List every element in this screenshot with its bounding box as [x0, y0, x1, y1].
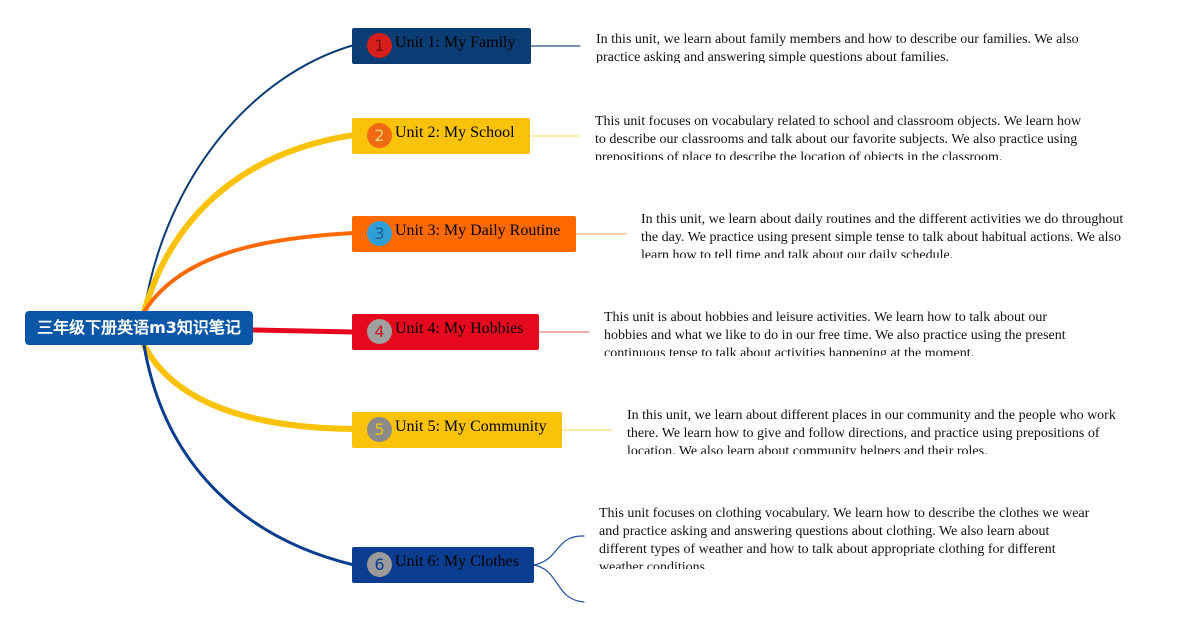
- description-connector-7: [533, 564, 585, 603]
- branch-connector-5: [141, 342, 357, 432]
- number-badge: 2: [367, 123, 392, 148]
- branch-unit-3[interactable]: 3 Unit 3: My Daily Routine: [352, 216, 576, 252]
- unit-3-description: In this unit, we learn about daily routi…: [641, 212, 1124, 258]
- branch-connector-4: [250, 327, 357, 335]
- branch-label: Unit 4: My Hobbies: [395, 320, 524, 337]
- unit-2-description: This unit focuses on vocabulary related …: [595, 114, 1082, 160]
- branch-connector-2: [141, 132, 357, 315]
- branch-label: Unit 3: My Daily Routine: [395, 222, 561, 239]
- branch-connector-3: [142, 231, 356, 314]
- branch-label: Unit 5: My Community: [395, 418, 547, 435]
- unit-6-description: This unit focuses on clothing vocabulary…: [599, 506, 1090, 569]
- unit-5-description: In this unit, we learn about different p…: [627, 408, 1116, 454]
- branch-label: Unit 1: My Family: [395, 34, 516, 51]
- number-badge: 1: [367, 33, 392, 58]
- branch-unit-1[interactable]: 1 Unit 1: My Family: [352, 28, 531, 64]
- unit-1-description: In this unit, we learn about family memb…: [596, 32, 1079, 63]
- branch-unit-4[interactable]: 4 Unit 4: My Hobbies: [352, 314, 539, 350]
- description-connector-6: [533, 535, 585, 566]
- unit-4-description: This unit is about hobbies and leisure a…: [604, 310, 1066, 356]
- number-badge: 5: [367, 417, 392, 442]
- branch-label: Unit 6: My Clothes: [395, 553, 520, 570]
- branch-unit-6[interactable]: 6 Unit 6: My Clothes: [352, 547, 534, 583]
- branch-unit-2[interactable]: 2 Unit 2: My School: [352, 118, 530, 154]
- branch-label: Unit 2: My School: [395, 124, 515, 141]
- central-topic[interactable]: 三年级下册英语m3知识笔记: [25, 311, 253, 345]
- number-badge: 4: [367, 319, 392, 344]
- number-badge: 6: [367, 552, 392, 577]
- branch-connector-1: [143, 44, 355, 313]
- branch-connector-6: [142, 343, 356, 567]
- number-badge: 3: [367, 221, 392, 246]
- branch-unit-5[interactable]: 5 Unit 5: My Community: [352, 412, 562, 448]
